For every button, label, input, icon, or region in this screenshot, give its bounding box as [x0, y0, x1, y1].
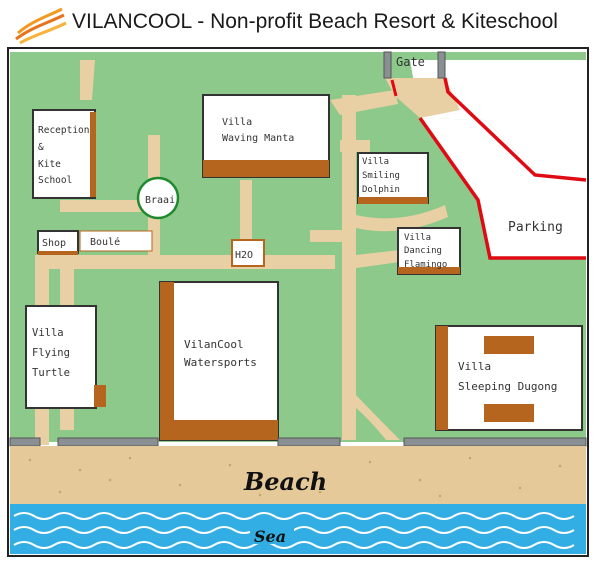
parking-wall-lower: [418, 116, 586, 260]
parking-label: Parking: [508, 220, 563, 235]
flamingo-label-2: Dancing: [404, 246, 442, 256]
upper-parking-area: [410, 60, 586, 180]
parking-area: [420, 118, 586, 258]
sea-label: Sea: [254, 527, 286, 546]
dugong-label-2: Sleeping Dugong: [458, 380, 557, 393]
parking-wall-upper: [443, 77, 587, 182]
villa-sleeping-dugong: Villa Sleeping Dugong: [435, 325, 583, 431]
gate-wall-left: [390, 79, 398, 97]
gate-label: Gate: [396, 55, 425, 69]
reception-building: Reception & Kite School: [32, 109, 96, 199]
beach-wall: [9, 437, 587, 447]
beach-label: Beach: [243, 467, 327, 496]
watersports-label-1: VilanCool: [184, 338, 244, 351]
sea-label-backdrop: [250, 526, 294, 544]
turtle-label-3: Turtle: [32, 367, 70, 379]
h2o-building: H2O: [231, 239, 265, 267]
gate-pillar-left: [383, 51, 392, 79]
dolphin-label-3: Dolphin: [362, 185, 400, 195]
shop-label: Shop: [42, 238, 66, 249]
logo-icon: [15, 7, 67, 45]
dolphin-label-2: Smiling: [362, 171, 400, 181]
dugong-label-1: Villa: [458, 360, 491, 373]
reception-label-4: School: [38, 175, 72, 186]
villa-dancing-flamingo: Villa Dancing Flamingo: [397, 227, 461, 275]
reception-label-3: Kite: [38, 159, 61, 170]
watersports-label-2: Watersports: [184, 356, 257, 369]
shop-building: Shop: [37, 230, 79, 255]
boule-court: Boulé: [79, 230, 153, 252]
turtle-label-2: Flying: [32, 347, 70, 359]
turtle-label-1: Villa: [32, 327, 64, 339]
reception-label-1: Reception: [38, 125, 89, 136]
boule-label: Boulé: [90, 236, 120, 248]
header: VILANCOOL - Non-profit Beach Resort & Ki…: [0, 0, 600, 50]
villa-waving-manta: Villa Waving Manta: [202, 94, 330, 178]
manta-label-2: Waving Manta: [222, 133, 294, 144]
page-title: VILANCOOL - Non-profit Beach Resort & Ki…: [72, 10, 558, 33]
beach-area: [10, 446, 586, 504]
braai-area: Braai: [136, 176, 180, 220]
beach-texture: [28, 456, 562, 498]
dolphin-label-1: Villa: [362, 157, 389, 167]
manta-label-1: Villa: [222, 117, 252, 128]
h2o-label: H2O: [235, 250, 253, 261]
reception-label-2: &: [38, 142, 44, 153]
braai-label: Braai: [145, 195, 175, 206]
villa-smiling-dolphin: Villa Smiling Dolphin: [357, 152, 429, 204]
flamingo-label-3: Flamingo: [404, 260, 447, 270]
gate-pillar-right: [437, 51, 446, 79]
flamingo-label-1: Villa: [404, 233, 431, 243]
watersports-building: VilanCool Watersports: [159, 281, 279, 441]
villa-flying-turtle: Villa Flying Turtle: [25, 305, 106, 409]
